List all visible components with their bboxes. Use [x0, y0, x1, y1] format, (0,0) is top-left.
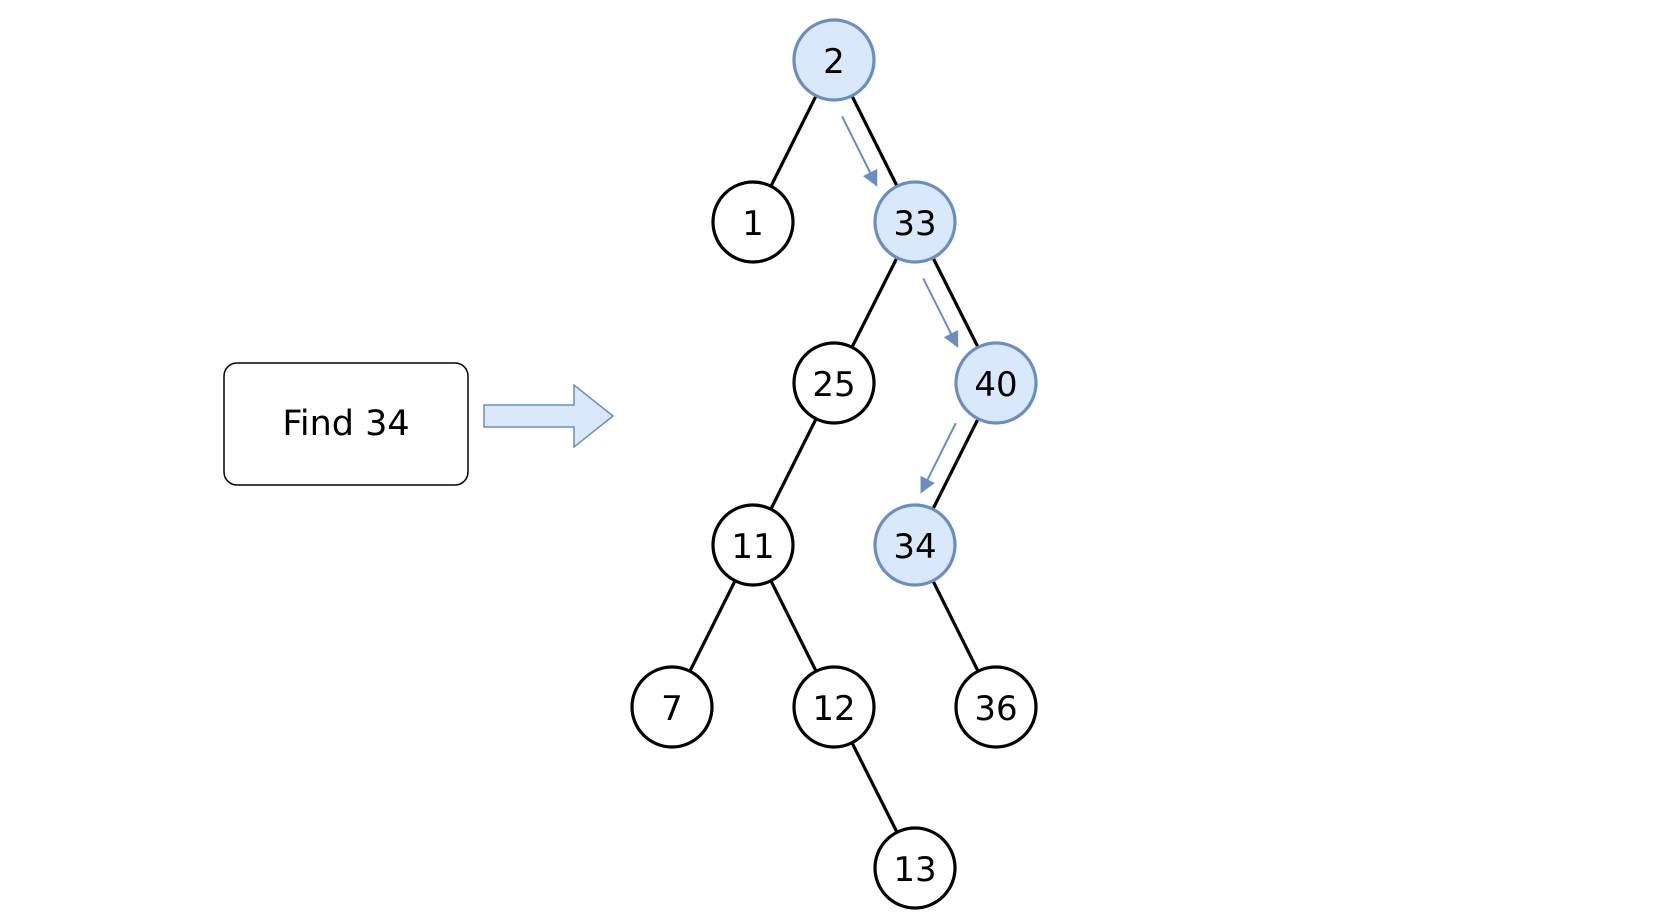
tree-node-circle: [711, 180, 795, 264]
tree-edge: [850, 95, 899, 187]
tree-node-label: 11: [731, 527, 774, 567]
tree-node-36: 36: [954, 665, 1038, 749]
tree-node-40: 40: [954, 341, 1038, 425]
tree-node-label: 13: [893, 850, 936, 890]
tree-nodes: 2 1 33 25 40 11 34 7 12 36 13: [630, 18, 1038, 910]
tree-node-label: 34: [893, 527, 936, 567]
tree-edge: [769, 580, 818, 672]
search-path-arrow-icon: [922, 277, 959, 348]
tree-node-13: 13: [873, 826, 957, 910]
tree-node-11: 11: [711, 503, 795, 587]
tree-node-circle: [792, 341, 876, 425]
tree-node-label: 7: [661, 689, 683, 729]
tree-node-12: 12: [792, 665, 876, 749]
tree-node-2: 2: [792, 18, 876, 102]
tree-node-circle: [954, 341, 1038, 425]
tree-edge: [931, 418, 980, 510]
tree-node-circle: [873, 180, 957, 264]
tree-node-7: 7: [630, 665, 714, 749]
tree-node-circle: [792, 665, 876, 749]
tree-node-label: 36: [974, 689, 1017, 729]
tree-node-circle: [792, 18, 876, 102]
search-path-arrow-icon: [841, 115, 878, 187]
tree-edge: [850, 742, 899, 833]
search-path-arrows: [841, 115, 959, 494]
tree-node-circle: [954, 665, 1038, 749]
search-path-arrow-icon: [920, 422, 957, 494]
query-box: Find 34: [223, 362, 469, 486]
tree-node-circle: [873, 826, 957, 910]
tree-node-label: 12: [812, 689, 855, 729]
tree-node-circle: [630, 665, 714, 749]
tree-node-label: 25: [812, 365, 855, 405]
tree-node-label: 40: [974, 365, 1017, 405]
tree-edge: [688, 580, 737, 672]
tree-node-25: 25: [792, 341, 876, 425]
tree-node-circle: [711, 503, 795, 587]
tree-node-1: 1: [711, 180, 795, 264]
query-box-frame: [223, 362, 469, 486]
tree-node-label: 2: [823, 42, 845, 82]
tree-edge: [769, 418, 818, 510]
tree-node-34: 34: [873, 503, 957, 587]
tree-node-33: 33: [873, 180, 957, 264]
block-arrow-icon: [483, 383, 615, 449]
tree-edge: [931, 257, 980, 348]
query-label: Find 34: [282, 404, 409, 444]
tree-edge: [931, 580, 980, 672]
tree-node-label: 33: [893, 204, 936, 244]
tree-node-circle: [873, 503, 957, 587]
tree-edge: [850, 257, 899, 348]
tree-edge: [769, 95, 818, 187]
tree-edges: [688, 95, 980, 833]
tree-node-label: 1: [742, 204, 764, 244]
